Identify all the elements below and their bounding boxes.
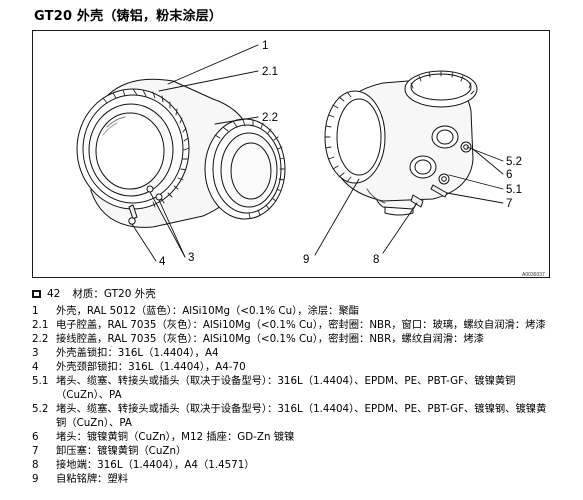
callout-2-1: 2.1 [262, 66, 278, 78]
legend-item-text: 堵头、缆塞、转接头或插头（取决于设备型号）：316L（1.4404）、EPDM、… [56, 375, 516, 401]
legend-item-text: 电子腔盖，RAL 7035（灰色）：AlSi10Mg（<0.1% Cu），密封圈… [56, 319, 546, 331]
callout-7: 7 [506, 198, 512, 210]
housing-drawing: 1 2.1 2.2 4 3 5.2 6 5.1 7 8 9 A0036037 [76, 40, 545, 278]
callout-8: 8 [373, 254, 379, 266]
legend-item-number: 4 [32, 361, 39, 373]
electronics-cover [76, 88, 190, 210]
figure-caption-text: 材质：GT20 外壳 [72, 288, 156, 300]
legend-item-number: 7 [32, 445, 39, 457]
legend-item-text: 接地端：316L（1.4404），A4（1.4571） [56, 459, 255, 471]
legend-item-number: 5.2 [32, 403, 49, 415]
cable-glands [409, 125, 472, 198]
legend-item-number: 2.1 [32, 319, 49, 331]
legend-item: 5.2 堵头、缆塞、转接头或插头（取决于设备型号）：316L（1.4404）、E… [32, 402, 552, 430]
legend-item-text: 外壳，RAL 5012（蓝色）：AlSi10Mg（<0.1% Cu），涂层：聚酯 [56, 305, 360, 317]
callout-1: 1 [262, 40, 268, 52]
legend-item-number: 5.1 [32, 375, 49, 387]
legend-item-text: 卸压塞：镀镍黄铜（CuZn） [56, 445, 187, 457]
legend-item-number: 1 [32, 305, 39, 317]
legend-item-number: 2.2 [32, 333, 49, 345]
legend-item-text: 自粘铭牌：塑料 [56, 473, 129, 485]
legend-item: 8 接地端：316L（1.4404），A4（1.4571） [32, 458, 552, 472]
legend-item-number: 8 [32, 459, 39, 471]
housing-front-view [76, 78, 286, 228]
callout-9: 9 [303, 254, 309, 266]
terminal-cover [204, 118, 286, 220]
legend-item-number: 3 [32, 347, 39, 359]
callout-6: 6 [506, 169, 512, 181]
rear-cover [324, 90, 386, 184]
callout-2-2: 2.2 [262, 112, 278, 124]
legend-item-text: 接线腔盖，RAL 7035（灰色）：AlSi10Mg（<0.1% Cu），密封圈… [56, 333, 484, 345]
legend-item-text: 外壳颈部锁扣：316L（1.4404），A4-70 [56, 361, 246, 373]
legend-item: 9 自粘铭牌：塑料 [32, 472, 552, 486]
legend-item: 7 卸压塞：镀镍黄铜（CuZn） [32, 444, 552, 458]
leader-lines-rear [314, 146, 504, 256]
callout-4: 4 [159, 256, 166, 268]
legend-item: 4 外壳颈部锁扣：316L（1.4404），A4-70 [32, 360, 552, 374]
legend-item-text: 堵头、缆塞、转接头或插头（取决于设备型号）：316L（1.4404）、EPDM、… [56, 403, 547, 429]
callout-5-1: 5.1 [506, 184, 522, 196]
figure-id: A0036037 [522, 272, 545, 278]
legend-item: 6 堵头：镀镍黄铜（CuZn），M12 插座：GD-Zn 镀镍 [32, 430, 552, 444]
page-title: GT20 外壳（铸铝，粉末涂层） [34, 9, 223, 24]
housing-rear-view [324, 70, 478, 216]
legend-item-number: 6 [32, 431, 39, 443]
figure-icon [32, 289, 41, 298]
figure-number: 42 [47, 287, 61, 300]
figure-box: 1 2.1 2.2 4 3 5.2 6 5.1 7 8 9 A0036037 [32, 30, 550, 278]
legend-item: 2.2 接线腔盖，RAL 7035（灰色）：AlSi10Mg（<0.1% Cu）… [32, 332, 552, 346]
legend-item: 5.1 堵头、缆塞、转接头或插头（取决于设备型号）：316L（1.4404）、E… [32, 374, 552, 402]
top-cover [404, 70, 478, 108]
leader-lines-front [131, 44, 259, 262]
figure-caption: 42 材质：GT20 外壳 [32, 286, 156, 301]
legend-item: 1 外壳，RAL 5012（蓝色）：AlSi10Mg（<0.1% Cu），涂层：… [32, 304, 552, 318]
legend-item-text: 堵头：镀镍黄铜（CuZn），M12 插座：GD-Zn 镀镍 [56, 431, 295, 443]
parts-legend: 1 外壳，RAL 5012（蓝色）：AlSi10Mg（<0.1% Cu），涂层：… [32, 304, 552, 486]
legend-item: 3 外壳盖锁扣：316L（1.4404），A4 [32, 346, 552, 360]
legend-item-text: 外壳盖锁扣：316L（1.4404），A4 [56, 347, 219, 359]
callout-3: 3 [188, 252, 194, 264]
callout-5-2: 5.2 [506, 156, 522, 168]
legend-item-number: 9 [32, 473, 39, 485]
legend-item: 2.1 电子腔盖，RAL 7035（灰色）：AlSi10Mg（<0.1% Cu）… [32, 318, 552, 332]
